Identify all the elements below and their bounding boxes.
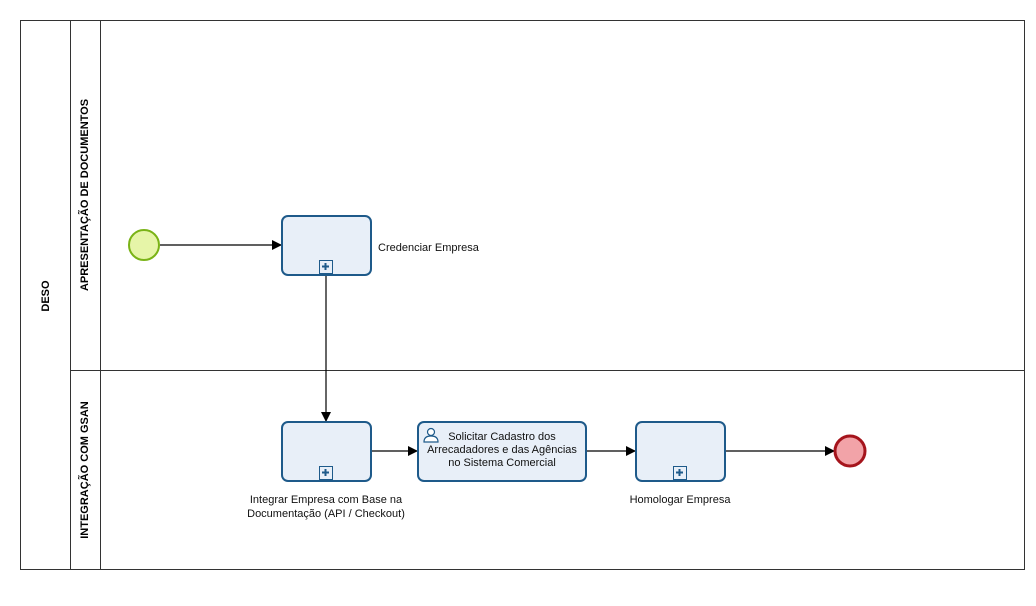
task-solicitar-label-2: Arrecadadores e das Agências <box>427 444 577 456</box>
subprocess-plus-icon <box>673 466 687 480</box>
task-homologar-label: Homologar Empresa <box>629 494 731 506</box>
task-integrar-empresa[interactable] <box>281 421 372 482</box>
lane-header-integracao: INTEGRAÇÃO COM GSAN <box>70 370 101 570</box>
task-solicitar-label-1: Solicitar Cadastro dos <box>448 431 556 443</box>
task-credenciar-label: Credenciar Empresa <box>378 242 479 254</box>
user-icon <box>423 427 439 443</box>
task-homologar-empresa[interactable] <box>635 421 726 482</box>
task-solicitar-cadastro[interactable]: Solicitar Cadastro dos Arrecadadores e d… <box>417 421 587 482</box>
subprocess-plus-icon <box>319 466 333 480</box>
lane-integracao <box>70 370 1025 570</box>
subprocess-plus-icon <box>319 260 333 274</box>
start-event <box>128 229 160 261</box>
task-solicitar-label-3: no Sistema Comercial <box>448 457 556 469</box>
task-integrar-label: Integrar Empresa com Base na Documentaçã… <box>247 494 405 520</box>
task-credenciar-empresa[interactable] <box>281 215 372 276</box>
end-event <box>833 434 867 468</box>
lane-header-apresentacao: APRESENTAÇÃO DE DOCUMENTOS <box>70 20 101 371</box>
